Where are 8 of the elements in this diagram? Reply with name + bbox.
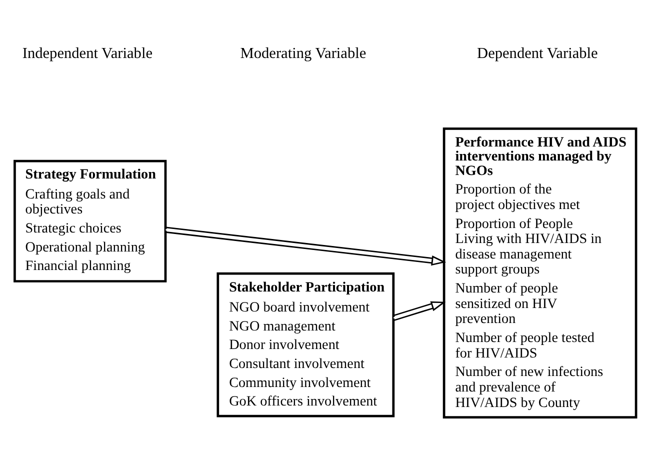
node-box: Stakeholder Participation NGO board involvement NGO management Donor involvement Consultant involvement Community involvement GoK officers involvement <box>216 272 395 418</box>
arrow <box>392 301 446 321</box>
node-box: Performance HIV and AIDS interventions managed by NGOs Proportion of the project objectives met Proportion of People Living with HIV/AIDS in disease management support groups Number of people sensitized on HIV prevention Number of people tested for HIV/AIDS Number of new infections and prevalence of HIV/AIDS by County <box>442 128 638 418</box>
arrow <box>165 226 446 266</box>
label: Dependent Variable <box>477 44 598 62</box>
node-box: Strategy Formulation Crafting goals and objectives Strategic choices Operational planning Financial planning <box>14 160 167 282</box>
label: Moderating Variable <box>240 44 366 62</box>
label: Independent Variable <box>22 44 152 62</box>
